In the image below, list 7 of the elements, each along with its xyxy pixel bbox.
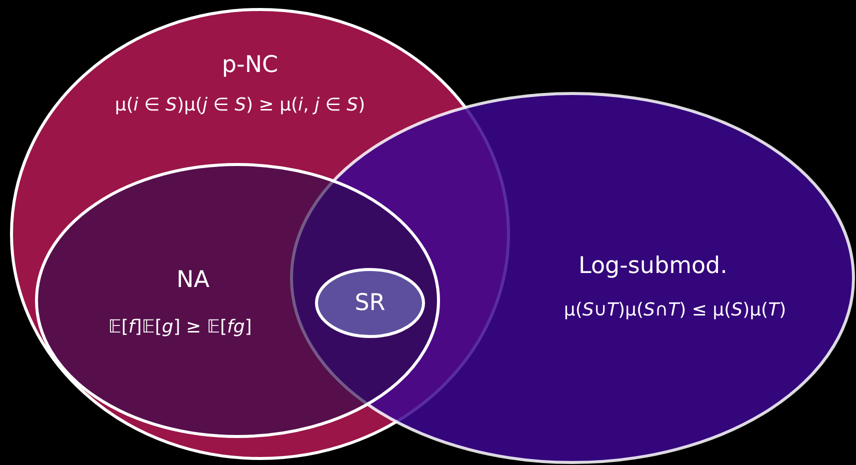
formula: μ(i ∈ S)μ(j ∈ S) ≥ μ(i, j ∈ S) [114, 94, 366, 116]
set-name: NA [176, 267, 210, 293]
set-name: p-NC [222, 52, 278, 78]
formula: 𝔼[f]𝔼[g] ≥ 𝔼[fg] [108, 316, 252, 338]
formula: μ(S∪T)μ(S∩T) ≤ μ(S)μ(T) [564, 300, 786, 320]
set-name: SR [354, 290, 386, 316]
set-name: Log-submod. [578, 253, 728, 279]
